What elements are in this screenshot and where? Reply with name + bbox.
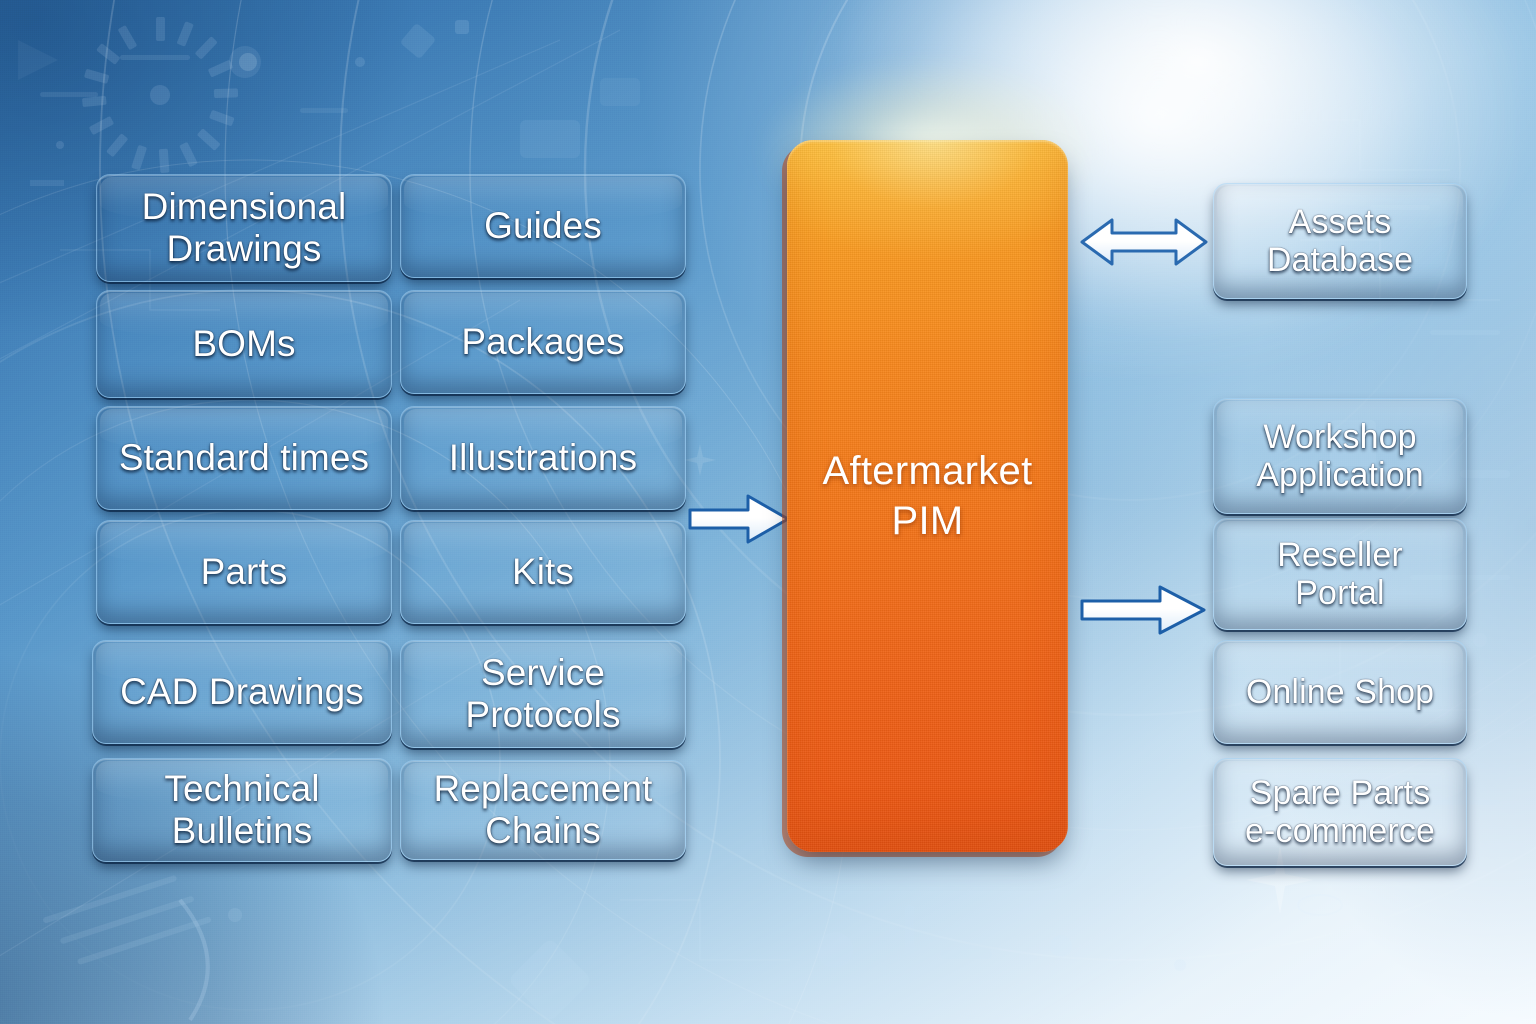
input-card-parts[interactable]: Parts (96, 520, 392, 624)
input-card-illustrations[interactable]: Illustrations (400, 406, 686, 510)
input-card-dimensional-drawings[interactable]: Dimensional Drawings (96, 174, 392, 282)
output-card-spare-parts-ecommerce[interactable]: Spare Parts e-commerce (1213, 758, 1467, 866)
output-card-online-shop[interactable]: Online Shop (1213, 640, 1467, 744)
input-card-packages[interactable]: Packages (400, 290, 686, 394)
arrow-hub-to-assets-database (1080, 218, 1208, 266)
output-card-label: Spare Parts e-commerce (1245, 773, 1435, 850)
input-card-label: Technical Bulletins (164, 768, 320, 851)
hub-aftermarket-pim[interactable]: Aftermarket PIM (787, 140, 1068, 852)
input-card-label: Guides (484, 205, 602, 247)
input-card-label: Dimensional Drawings (141, 186, 347, 269)
input-card-kits[interactable]: Kits (400, 520, 686, 624)
input-card-standard-times[interactable]: Standard times (96, 406, 392, 510)
output-card-label: Reseller Portal (1277, 535, 1403, 612)
input-card-boms[interactable]: BOMs (96, 290, 392, 398)
input-card-label: Standard times (118, 437, 370, 479)
input-card-label: Illustrations (448, 437, 638, 479)
output-card-reseller-portal[interactable]: Reseller Portal (1213, 518, 1467, 630)
output-card-assets-database[interactable]: Assets Database (1213, 183, 1467, 299)
input-card-label: Packages (461, 321, 625, 363)
output-card-label: Assets Database (1266, 202, 1414, 279)
output-card-label: Online Shop (1245, 672, 1435, 711)
hub-title: Aftermarket PIM (822, 448, 1033, 543)
input-card-label: Kits (511, 551, 575, 593)
input-card-label: Service Protocols (465, 652, 621, 735)
input-card-label: BOMs (192, 323, 296, 365)
input-card-guides[interactable]: Guides (400, 174, 686, 278)
output-card-label: Workshop Application (1256, 417, 1424, 494)
input-card-label: Replacement Chains (433, 768, 653, 851)
input-card-technical-bulletins[interactable]: Technical Bulletins (92, 758, 392, 862)
output-card-workshop-application[interactable]: Workshop Application (1213, 398, 1467, 514)
input-card-label: Parts (200, 551, 288, 593)
input-card-service-protocols[interactable]: Service Protocols (400, 640, 686, 748)
input-card-cad-drawings[interactable]: CAD Drawings (92, 640, 392, 744)
arrow-hub-to-channels (1080, 585, 1206, 635)
arrow-inputs-to-hub (688, 494, 790, 544)
input-card-replacement-chains[interactable]: Replacement Chains (400, 760, 686, 860)
input-card-label: CAD Drawings (120, 671, 364, 713)
